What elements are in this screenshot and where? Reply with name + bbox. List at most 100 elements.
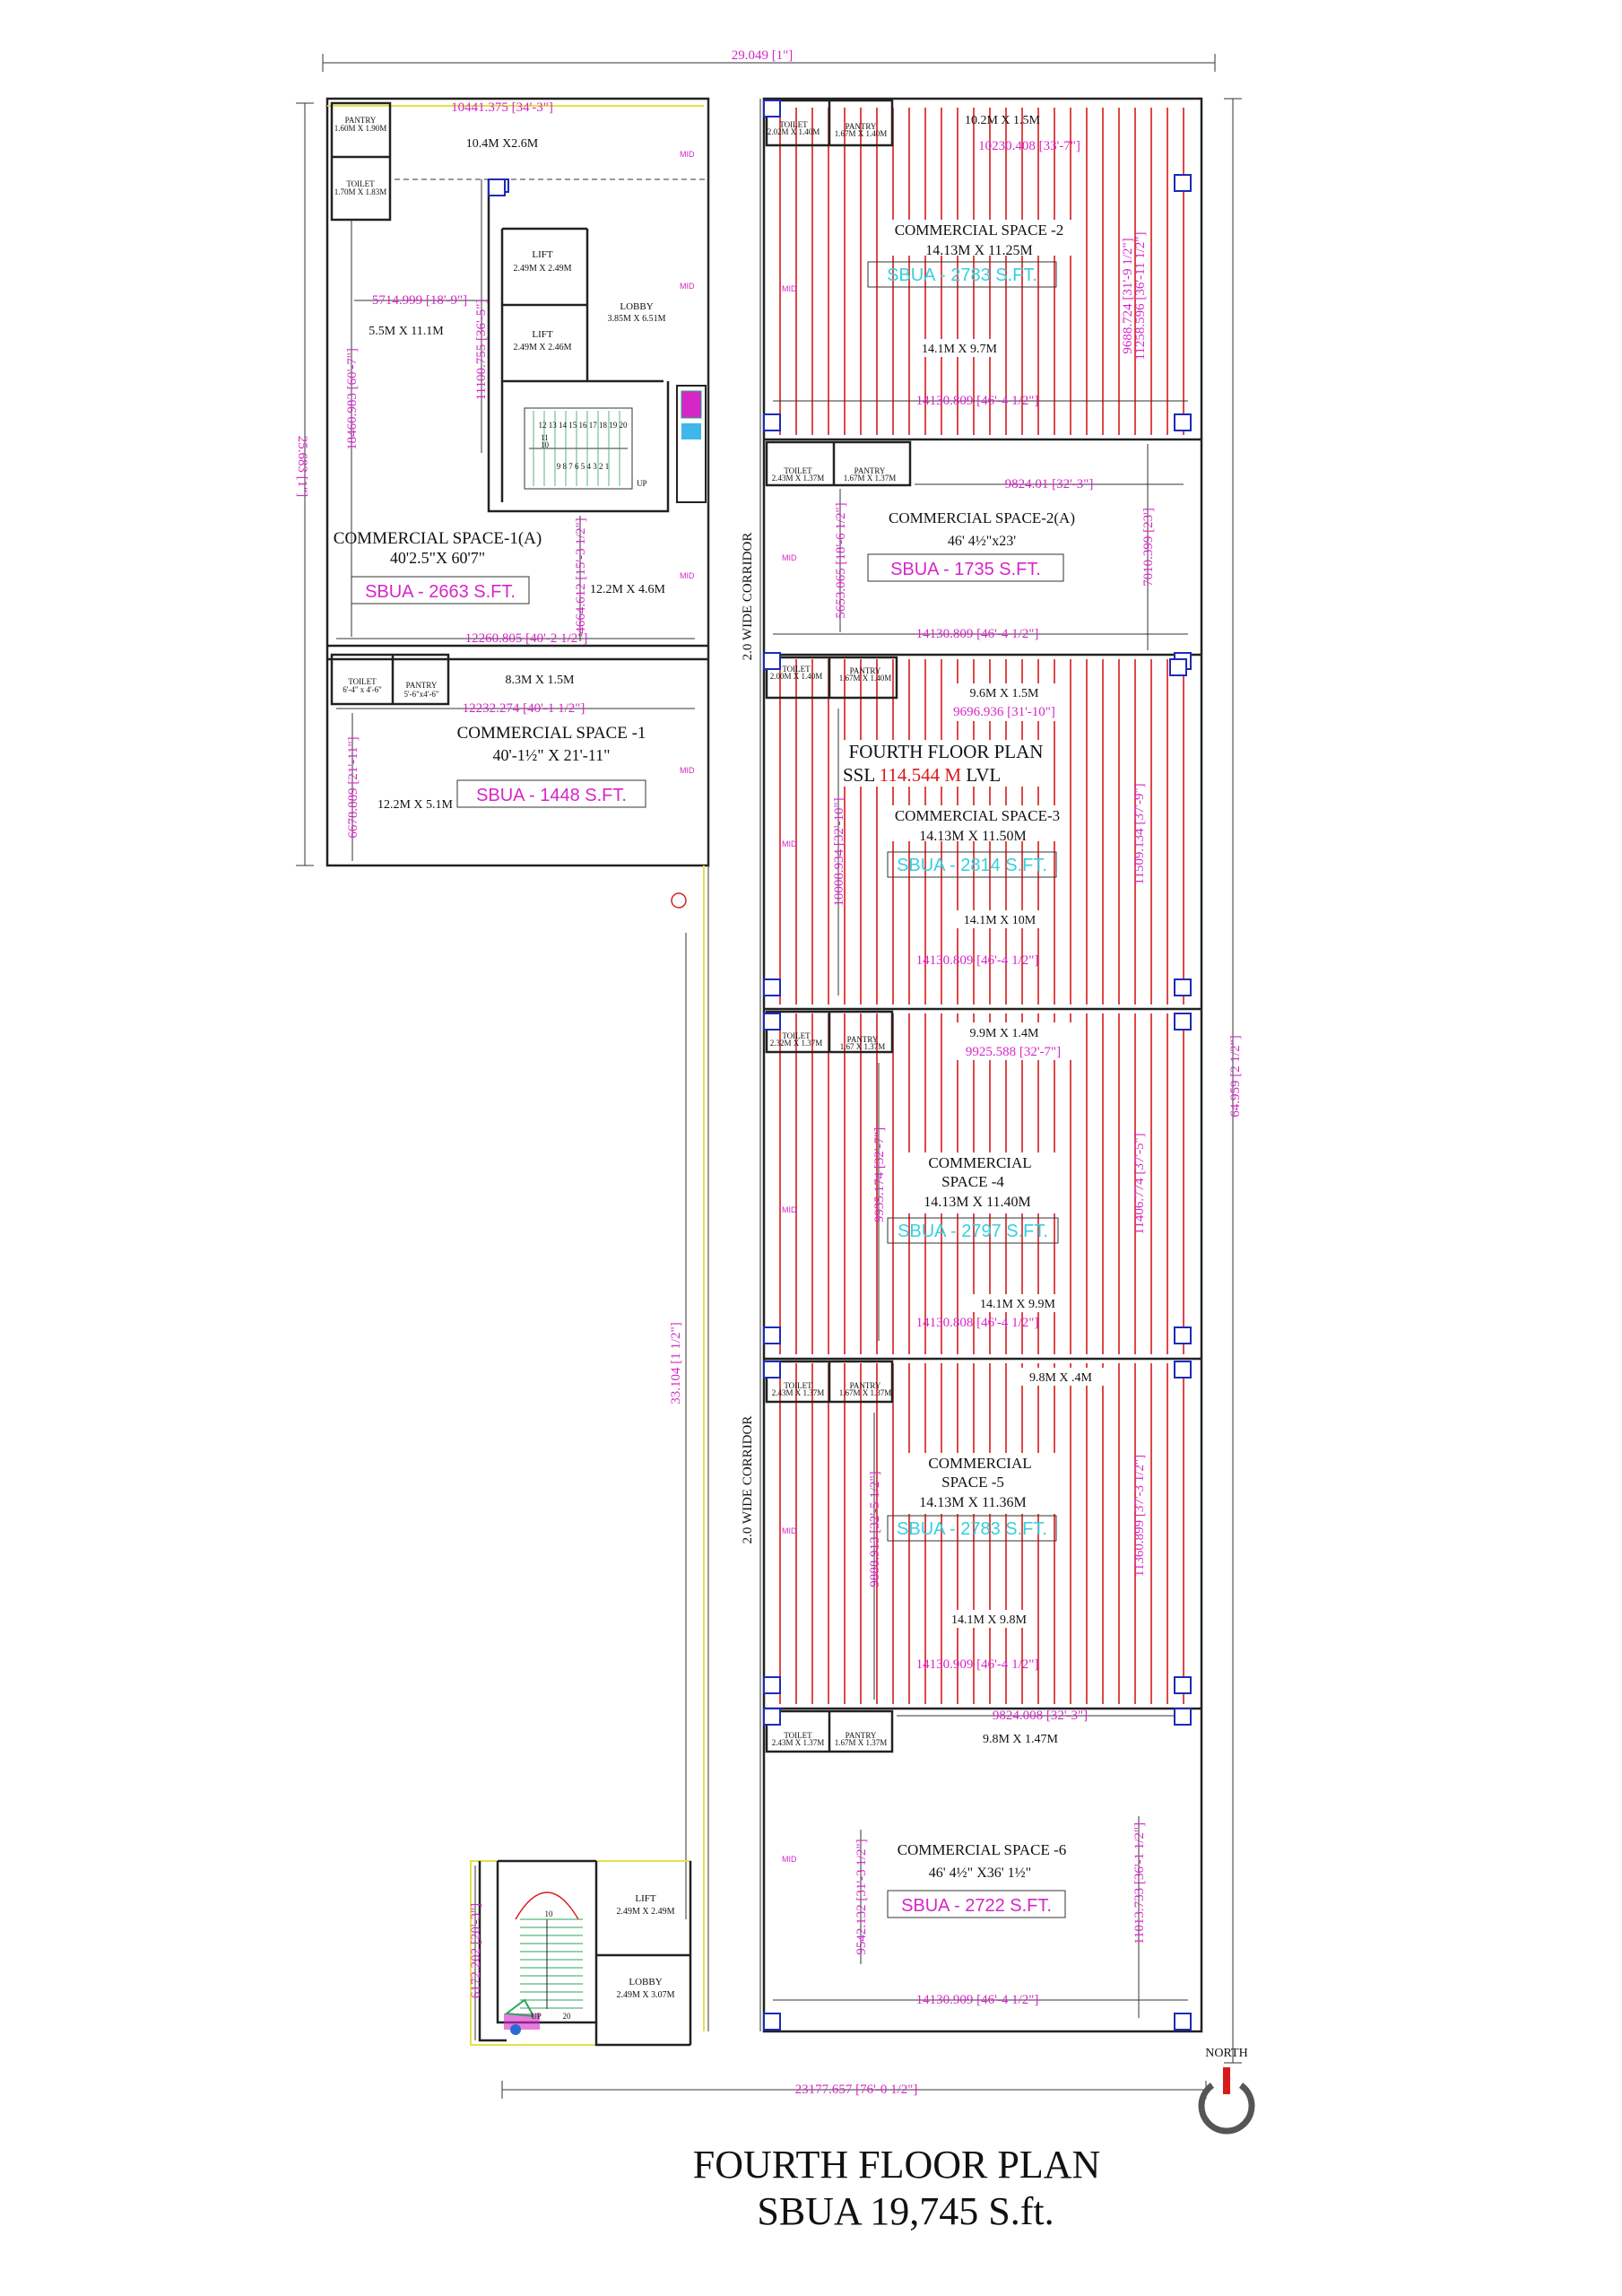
lift1-label: LIFT (532, 249, 553, 260)
cs1-vdim: 6678.889 [21'-11"] (346, 736, 360, 838)
cs6-pantry: PANTRY (846, 1731, 877, 1740)
cs2-room: 14.1M X 9.7M (922, 343, 998, 356)
cs4-name-line2: SPACE -4 (941, 1173, 1004, 1190)
left-top-room: 10.4M X2.6M (466, 137, 539, 151)
cs2a-dims: 46' 4½"x23' (948, 534, 1016, 549)
cs2-strip: 10.2M X 1.5M (965, 114, 1041, 127)
bottom-lobby-label: LOBBY (629, 1977, 662, 1987)
cs2a-pantry-size: 1.67M X 1.37M (844, 474, 897, 483)
column (1174, 1013, 1192, 1031)
svg-text:SSL 114.544 M LVL: SSL 114.544 M LVL (843, 764, 1001, 786)
stair-mid-number: 11 (541, 433, 549, 442)
cs1-room: 12.2M X 5.1M (377, 798, 454, 812)
cs4-bottom-dim: 14130.808 [46'-4 1/2"] (916, 1316, 1039, 1330)
north-label: NORTH (1205, 2047, 1247, 2060)
cs3-vdim-right: 11509.134 [37'-9"] (1132, 783, 1147, 884)
overall-top-dim: 29.049 [1"] (732, 48, 794, 63)
lift1-size: 2.49M X 2.49M (513, 264, 571, 274)
column (1174, 1326, 1192, 1344)
cs1a-sbua: SBUA - 2663 S.FT. (365, 582, 516, 602)
structural-columns (488, 100, 1192, 2031)
cs5-bottom-dim: 14130.909 [46'-4 1/2"] (916, 1657, 1039, 1672)
lift2-label: LIFT (532, 329, 553, 340)
overall-left-dim: 25.683 [1"] (295, 436, 309, 498)
cs2a-toilet-size: 2.43M X 1.37M (772, 474, 825, 483)
cs6-sbua: SBUA - 2722 S.FT. (901, 1896, 1052, 1916)
cs6-name: COMMERCIAL SPACE -6 (898, 1841, 1067, 1858)
footer-title: FOURTH FLOOR PLAN SBUA 19,745 S.ft. (693, 2143, 1101, 2233)
cs2a-toilet: TOILET (784, 466, 812, 475)
cs2-pantry: PANTRY (846, 122, 877, 131)
cs2: TOILET 2.02M X 1.40M PANTRY 1.67M X 1.40… (765, 99, 1188, 408)
cs4-strip: 9.9M X 1.4M (969, 1027, 1039, 1040)
bottom-lobby-size: 2.49M X 3.07M (616, 1990, 674, 2000)
cs6-bottom-dim: 14130.909 [46'-4 1/2"] (916, 1993, 1039, 2007)
cs3-room: 14.1M X 10M (964, 914, 1037, 927)
stair-top-numbers: 12 13 14 15 16 17 18 19 20 (539, 421, 629, 430)
column (1174, 174, 1192, 192)
bottom-core: 10 20 UP LIFT 2.49M X 2.49M LOBBY 2.49M … (469, 1859, 692, 2047)
column (763, 1361, 781, 1378)
cs4-vdim-left: 9935.174 [32'-7"] (872, 1127, 887, 1222)
cs5-strip: 9.8M X .4M (1029, 1371, 1093, 1385)
column (1174, 1708, 1192, 1726)
column (763, 652, 781, 670)
left-vert-dim-a: 18460.983 [60'-7"] (345, 348, 360, 450)
cs1-strip: 8.3M X 1.5M (505, 674, 575, 687)
cs1a-bottom-dim: 12260.805 [40'-2 1/2"] (465, 631, 588, 646)
ssl-value: 114.544 M (880, 764, 962, 786)
mid-label: MID (680, 766, 695, 775)
mid-label: MID (680, 282, 695, 291)
column (1174, 2013, 1192, 2031)
cs1-name: COMMERCIAL SPACE -1 (457, 724, 646, 743)
cs2a-bottom-dim: 14130.809 [46'-4 1/2"] (916, 627, 1039, 641)
cs1-pantry-label: PANTRY (406, 681, 438, 690)
north-compass-icon (1198, 2083, 1255, 2135)
cs2a: TOILET 2.43M X 1.37M PANTRY 1.67M X 1.37… (765, 440, 1188, 650)
left-side-dim: 5714.999 [18'-9"] (372, 293, 467, 308)
mid-label: MID (782, 1855, 797, 1864)
cs1a-name: COMMERCIAL SPACE-1(A) (334, 529, 542, 548)
cs3-toilet: TOILET (782, 665, 811, 674)
footer-line2: SBUA 19,745 S.ft. (757, 2189, 1054, 2233)
cs1-sbua: SBUA - 1448 S.FT. (476, 786, 627, 805)
cs3-pantry-size: 1.67M X 1.40M (839, 674, 892, 683)
left-pantry-label: PANTRY (345, 116, 377, 125)
bottom-stair-bottom-number: 20 (563, 2012, 572, 2021)
cs4-name-line1: COMMERCIAL (928, 1154, 1031, 1171)
cs3-size: 14.13M X 11.50M (919, 829, 1026, 844)
cs3-vdim-left: 10008.934 [32'-10"] (832, 797, 846, 906)
cs5: TOILET 2.43M X 1.37M PANTRY 1.67M X 1.37… (765, 1360, 1147, 1700)
left-vert-dim-b: 11100.755 [36'-5"] (474, 300, 489, 401)
cs5-room: 14.1M X 9.8M (951, 1613, 1028, 1627)
cs1-pantry-size: 5'-6"x4'-6" (403, 690, 438, 699)
cs5-sbua: SBUA - 2783 S.FT. (897, 1519, 1047, 1539)
cs4-pantry-size: 1.67 X 1.37M (840, 1042, 886, 1051)
cs2a-name: COMMERCIAL SPACE-2(A) (889, 509, 1075, 526)
cs4-pantry: PANTRY (847, 1035, 879, 1044)
cs6-dims: 46' 4½" X36' 1½" (929, 1866, 1031, 1881)
column (763, 1326, 781, 1344)
bottom-lift-label: LIFT (635, 1893, 656, 1904)
mid-label: MID (782, 553, 797, 562)
mid-label: MID (782, 1205, 797, 1214)
cs5-vdim-right: 11360.899 [37'-3 1/2"] (1132, 1455, 1147, 1577)
cs6-pantry-size: 1.67M X 1.37M (835, 1738, 888, 1747)
column (763, 978, 781, 996)
column (488, 178, 506, 196)
stair-up-label: UP (637, 479, 647, 488)
column (763, 1013, 781, 1031)
cs1-dims: 40'-1½" X 21'-11" (492, 746, 610, 764)
north-arrow: NORTH (1198, 2047, 1255, 2135)
cs1a-vdim: 4664.612 [15'-3 1/2"] (574, 517, 588, 633)
center-title-line1: FOURTH FLOOR PLAN (849, 741, 1044, 762)
cs4-sbua: SBUA - 2797 S.FT. (898, 1222, 1048, 1241)
column (1174, 978, 1192, 996)
cs6-top-dim: 9824.008 [32'-3"] (993, 1709, 1088, 1723)
cs2a-vdim-right: 7010.399 [23'] (1141, 508, 1156, 587)
bottom-core-vdim: 6172.202 [20'-3"] (469, 1903, 483, 1998)
column (1174, 413, 1192, 431)
mid-label: MID (782, 839, 797, 848)
cs4-size: 14.13M X 11.40M (924, 1195, 1030, 1210)
cs5-toilet-size: 2.43M X 1.37M (772, 1388, 825, 1397)
